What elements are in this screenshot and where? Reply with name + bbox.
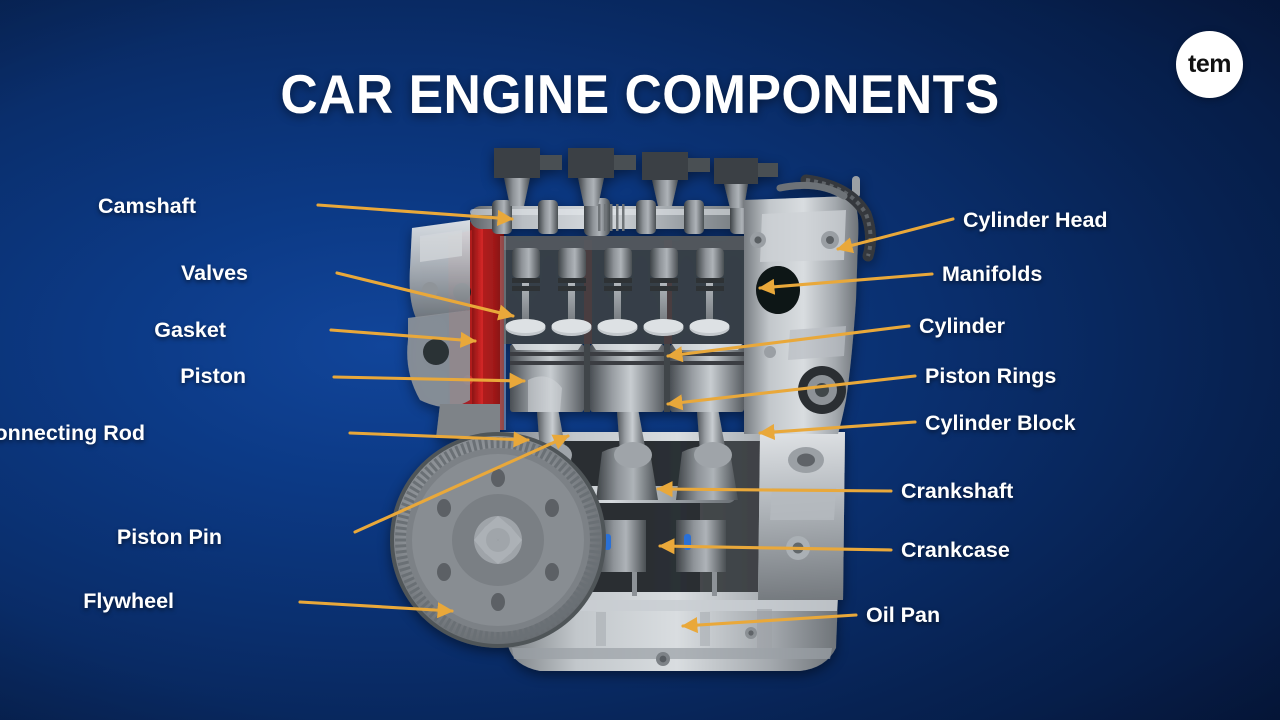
label-flywheel: Flywheel: [83, 589, 174, 613]
label-oil-pan: Oil Pan: [866, 603, 941, 627]
label-cylinder: Cylinder: [919, 314, 1006, 338]
label-cylinder-block: Cylinder Block: [925, 411, 1076, 435]
label-camshaft: Camshaft: [98, 194, 196, 218]
label-cylinder-head: Cylinder Head: [963, 208, 1108, 232]
brand-logo[interactable]: tem: [1176, 31, 1243, 98]
label-connecting-rod: Connecting Rod: [0, 421, 145, 445]
label-piston-rings: Piston Rings: [925, 364, 1057, 388]
label-gasket: Gasket: [154, 318, 226, 342]
label-manifolds: Manifolds: [942, 262, 1043, 286]
brand-logo-text: tem: [1188, 50, 1231, 78]
page-title: CAR ENGINE COMPONENTS: [280, 63, 1000, 125]
label-valves: Valves: [181, 261, 248, 285]
label-crankcase: Crankcase: [901, 538, 1010, 562]
label-crankshaft: Crankshaft: [901, 479, 1014, 503]
label-piston: Piston: [180, 364, 246, 388]
label-piston-pin: Piston Pin: [116, 525, 222, 549]
